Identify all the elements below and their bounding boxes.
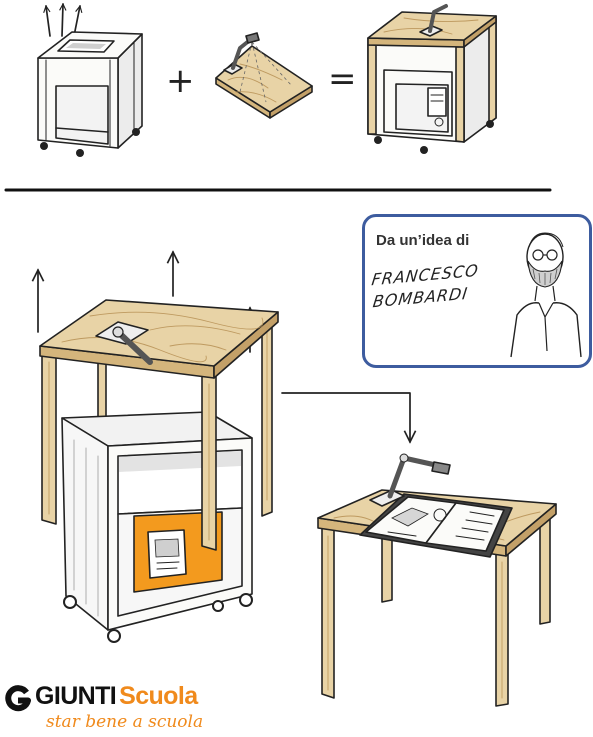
logo-tagline: star bene a scuola [46, 711, 203, 733]
plus-sign: + [166, 61, 195, 101]
camera-arm [390, 458, 440, 496]
camera-head [246, 33, 259, 43]
lift-arrow [46, 6, 50, 36]
author-portrait-sketch-icon [503, 221, 589, 361]
table-leg [456, 47, 464, 142]
table-leg [489, 18, 496, 123]
camera-arm-knob [113, 327, 123, 337]
cart-wheel [76, 149, 84, 157]
portrait-neck [535, 286, 555, 301]
flow-arrow [282, 393, 410, 442]
equals-sign: = [328, 59, 357, 99]
cart-wheel [213, 601, 223, 611]
cart-wheel [486, 120, 494, 128]
cart-handle-hole [66, 43, 106, 49]
portrait-collar [539, 303, 553, 351]
camera-arm-joint [400, 454, 408, 462]
camera-board-sketch [216, 33, 312, 118]
logo-brand-secondary: Scuola [119, 682, 197, 710]
document-photo [155, 539, 179, 557]
logo-mark-shape [8, 688, 28, 708]
cart-wheel [132, 128, 140, 136]
portrait-glasses-left [533, 250, 543, 260]
credit-label: Da un’idea di [376, 232, 469, 249]
storage-cart-sketch [38, 32, 142, 157]
author-credit-box: Da un’idea di FRANCESCO BOMBARDI [362, 214, 592, 368]
reading-table-sketch [318, 454, 556, 706]
assembled-cart-sketch [368, 6, 496, 154]
document-panel [428, 88, 446, 116]
cart-wheel [374, 136, 382, 144]
giunti-g-mark-icon [4, 684, 32, 712]
table-cart-sketch [40, 300, 278, 642]
author-signature: FRANCESCO BOMBARDI [368, 260, 481, 314]
cart-wheel [40, 142, 48, 150]
portrait-glasses-right [547, 250, 557, 260]
logo-brand-primary: GIUNTI [35, 682, 116, 710]
cart-front-opening [56, 86, 108, 144]
cart-wheel [108, 630, 120, 642]
lift-arrows-small [46, 4, 80, 36]
camera-head [432, 462, 450, 474]
lift-arrow [62, 4, 63, 36]
cart-wheel [420, 146, 428, 154]
cart-wheel [64, 596, 76, 608]
cart-wheel [240, 594, 252, 606]
table-leg [368, 45, 376, 134]
